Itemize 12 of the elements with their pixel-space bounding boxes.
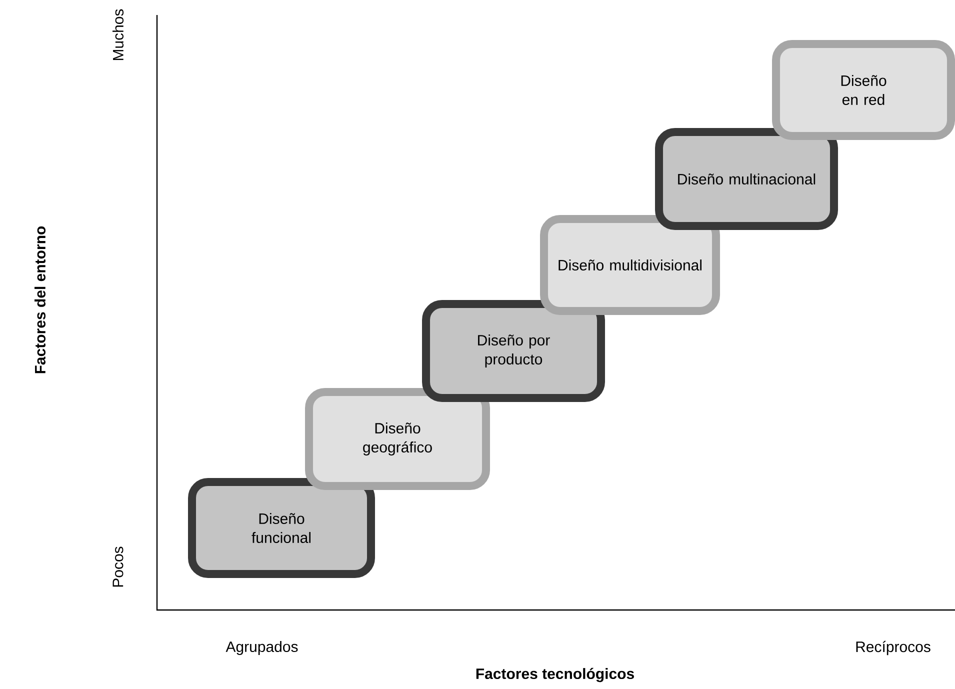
axis-label: Agrupados — [226, 641, 298, 655]
design-box: Diseño en red — [772, 40, 955, 140]
axis-label: Muchos — [112, 9, 124, 60]
axis-title: Factores del entorno — [34, 226, 46, 374]
axis-title: Factores tecnológicos — [476, 668, 634, 682]
design-box: Diseño multidivisional — [540, 215, 720, 315]
axis-label: Recíprocos — [856, 640, 930, 656]
design-box: Diseño por producto — [422, 300, 605, 402]
axis-label: Pocos — [112, 546, 124, 587]
design-box: Diseño multinacional — [655, 128, 838, 230]
design-box: Diseño geográfico — [305, 388, 490, 490]
design-box: Diseño funcional — [188, 478, 375, 578]
